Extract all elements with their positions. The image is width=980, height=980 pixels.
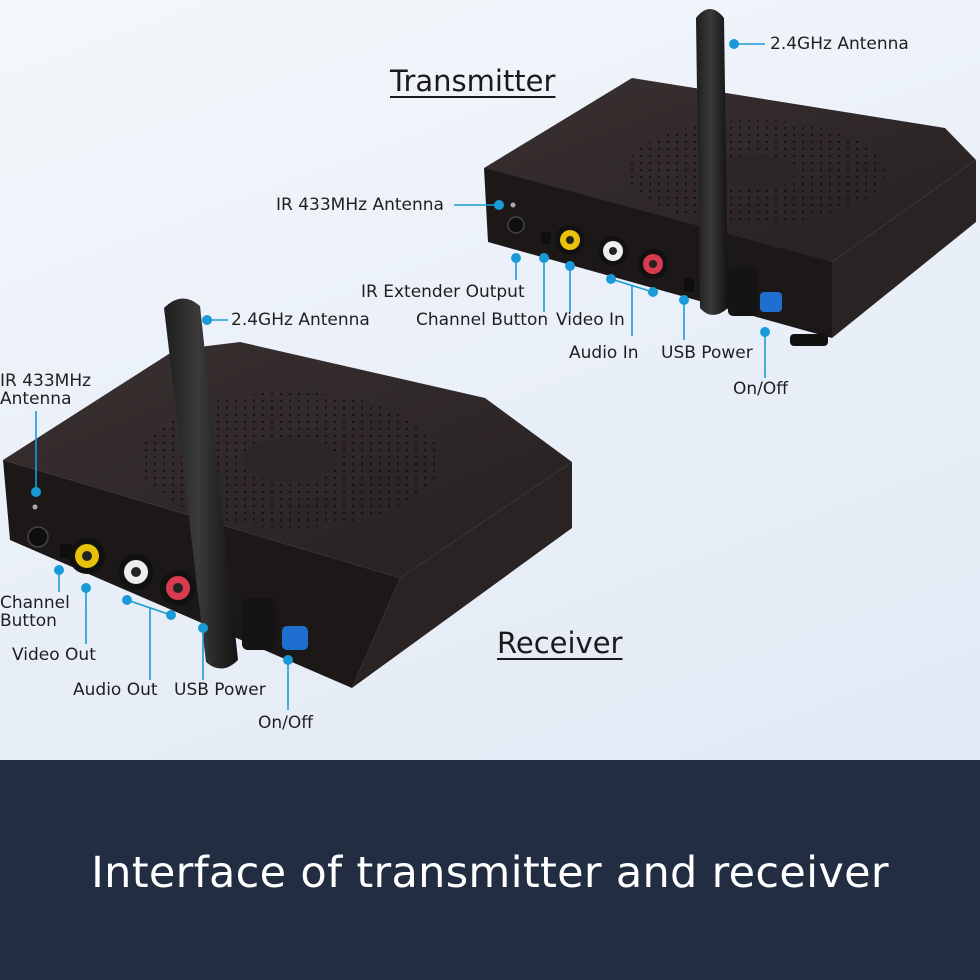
- receiver-label-on-off: On/Off: [258, 713, 313, 733]
- receiver-label-ir-antenna-line1: IR 433MHz: [0, 371, 92, 391]
- transmitter-label-ir-antenna: IR 433MHz Antenna: [276, 195, 444, 215]
- transmitter-label-24ghz-antenna: 2.4GHz Antenna: [770, 34, 909, 54]
- caption-banner: [0, 760, 980, 980]
- transmitter-label-on-off: On/Off: [733, 379, 788, 399]
- transmitter-side: [832, 160, 976, 338]
- callout-dots: [31, 39, 770, 665]
- caption-text: Interface of transmitter and receiver: [91, 848, 889, 898]
- receiver-label-audio-out: Audio Out: [73, 680, 158, 700]
- receiver-label-usb-power: USB Power: [174, 680, 266, 700]
- receiver-label-video-out: Video Out: [12, 645, 96, 665]
- receiver-title: Receiver: [497, 626, 623, 660]
- receiver-device: [3, 298, 572, 688]
- device-photo: [3, 9, 976, 710]
- transmitter-device: [484, 9, 976, 346]
- transmitter-title: Transmitter: [390, 64, 556, 98]
- transmitter-label-usb-power: USB Power: [661, 343, 753, 363]
- receiver-label-channel-line2: Button: [0, 611, 57, 631]
- transmitter-antenna: [696, 9, 728, 315]
- receiver-antenna: [164, 298, 238, 669]
- transmitter-label-channel-button: Channel Button: [416, 310, 549, 330]
- transmitter-label-audio-in: Audio In: [569, 343, 639, 363]
- transmitter-label-ir-extender: IR Extender Output: [361, 282, 525, 302]
- receiver-side: [352, 462, 572, 688]
- receiver-label-ir-antenna-line2: Antenna: [0, 389, 72, 409]
- transmitter-label-video-in: Video In: [556, 310, 625, 330]
- receiver-label-24ghz-antenna: 2.4GHz Antenna: [231, 310, 370, 330]
- callout-lines: [35, 43, 766, 710]
- receiver-label-channel-line1: Channel: [0, 593, 70, 613]
